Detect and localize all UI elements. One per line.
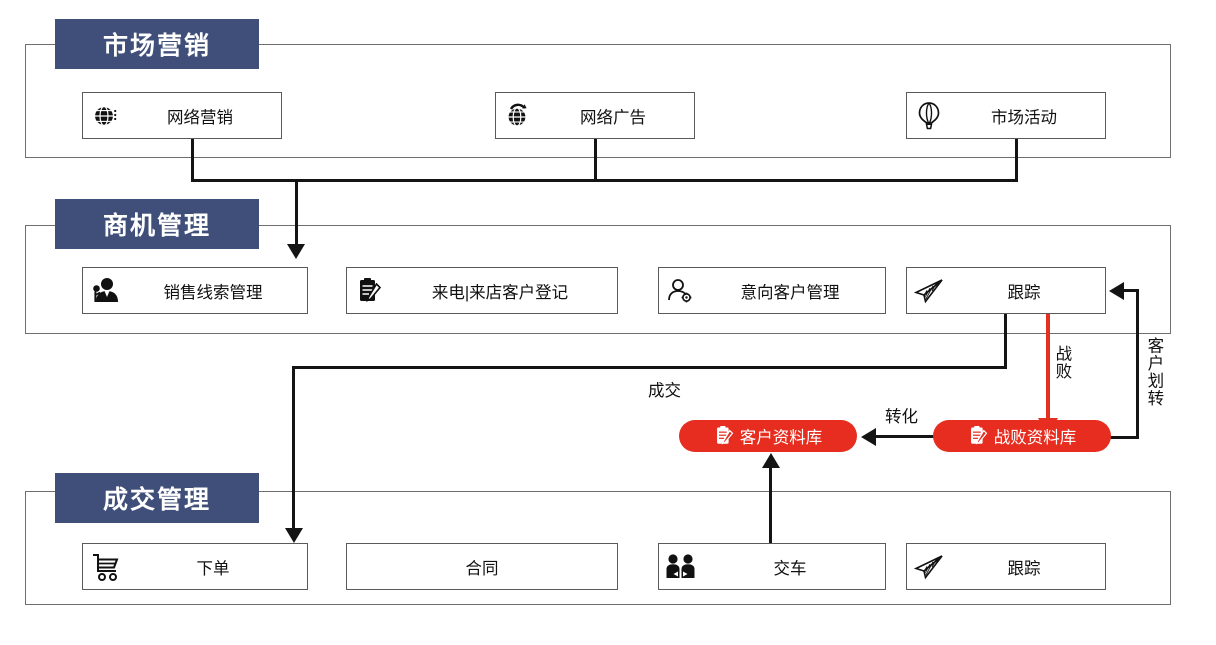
node-label: 销售线索管理	[163, 283, 263, 302]
node-label: 合同	[465, 559, 499, 578]
section-header-opportunity: 商机管理	[55, 199, 259, 249]
connector-bus-to-leads	[295, 179, 298, 246]
pill-label: 战败资料库	[993, 429, 1077, 447]
user-gear-icon	[659, 278, 703, 304]
arrow-convert	[861, 428, 876, 446]
node-online-advertising[interactable]: 网络广告	[495, 92, 695, 139]
node-place-order[interactable]: 下单	[82, 543, 308, 590]
section-header-marketing: 市场营销	[55, 19, 259, 69]
hot-air-balloon-icon	[907, 101, 951, 131]
section-marketing	[25, 44, 1171, 158]
node-followup-opportunity[interactable]: 跟踪	[906, 267, 1106, 314]
node-market-campaign[interactable]: 市场活动	[906, 92, 1106, 139]
edge-label-lost: 战败	[1052, 345, 1071, 380]
paper-plane-icon	[907, 278, 951, 304]
globe-refresh-icon	[496, 103, 540, 129]
node-online-marketing[interactable]: 网络营销	[82, 92, 282, 139]
pill-label: 客户资料库	[739, 429, 823, 447]
connector-market-campaign-down	[1015, 138, 1018, 182]
node-vehicle-delivery[interactable]: 交车	[658, 543, 886, 590]
node-label: 下单	[196, 559, 230, 578]
node-label: 网络营销	[167, 108, 233, 127]
clipboard-pen-icon	[347, 277, 391, 305]
edge-label-deal-done: 成交	[648, 382, 681, 400]
node-label: 交车	[773, 559, 807, 578]
section-header-deal-label: 成交管理	[102, 486, 211, 514]
salesperson-icon	[83, 277, 127, 305]
paper-plane-icon	[907, 554, 951, 580]
arrow-delivery-to-customer-db	[762, 453, 780, 468]
edge-label-convert: 转化	[885, 408, 918, 426]
section-header-marketing-label: 市场营销	[102, 32, 211, 60]
arrow-deal-done-to-order	[285, 528, 303, 543]
node-label: 跟踪	[1007, 559, 1041, 578]
section-deal	[25, 491, 1171, 605]
connector-transfer-top	[1124, 289, 1139, 292]
node-prospect-management[interactable]: 意向客户管理	[658, 267, 886, 314]
clipboard-pen-icon	[714, 425, 734, 447]
connector-deal-done-horizontal	[292, 366, 1007, 369]
connector-delivery-to-customer-db	[769, 466, 772, 544]
node-label: 跟踪	[1007, 283, 1041, 302]
arrow-bus-to-leads	[287, 244, 305, 259]
connector-deal-done-to-order	[292, 366, 295, 532]
clipboard-pen-icon	[968, 425, 988, 447]
node-call-visit-registration[interactable]: 来电|来店客户登记	[346, 267, 618, 314]
pill-lost-database[interactable]: 战败资料库	[933, 420, 1111, 452]
connector-convert	[875, 435, 950, 438]
shopping-cart-icon	[83, 552, 127, 582]
section-opportunity	[25, 225, 1171, 334]
node-followup-deal[interactable]: 跟踪	[906, 543, 1106, 590]
node-label: 意向客户管理	[740, 283, 840, 302]
connector-transfer-vertical	[1136, 290, 1139, 439]
two-people-icon	[659, 553, 703, 581]
node-sales-leads[interactable]: 销售线索管理	[82, 267, 308, 314]
node-label: 网络广告	[580, 108, 646, 127]
connector-online-marketing-down	[191, 138, 194, 182]
connector-transfer-bottom	[1108, 436, 1139, 439]
node-label: 市场活动	[991, 108, 1057, 127]
connector-followup-down	[1004, 314, 1007, 369]
section-header-deal: 成交管理	[55, 473, 259, 523]
arrow-transfer-to-followup	[1109, 282, 1124, 300]
connector-marketing-bus	[191, 179, 1018, 182]
section-header-opportunity-label: 商机管理	[102, 212, 211, 240]
connector-online-advertising-down	[594, 138, 597, 182]
edge-label-customer-transfer: 客户划转	[1144, 337, 1163, 407]
node-label: 来电|来店客户登记	[431, 283, 569, 302]
connector-lost-red	[1046, 314, 1050, 424]
pill-customer-database[interactable]: 客户资料库	[679, 420, 857, 452]
node-contract[interactable]: 合同	[346, 543, 618, 590]
globe-icon	[83, 103, 127, 129]
